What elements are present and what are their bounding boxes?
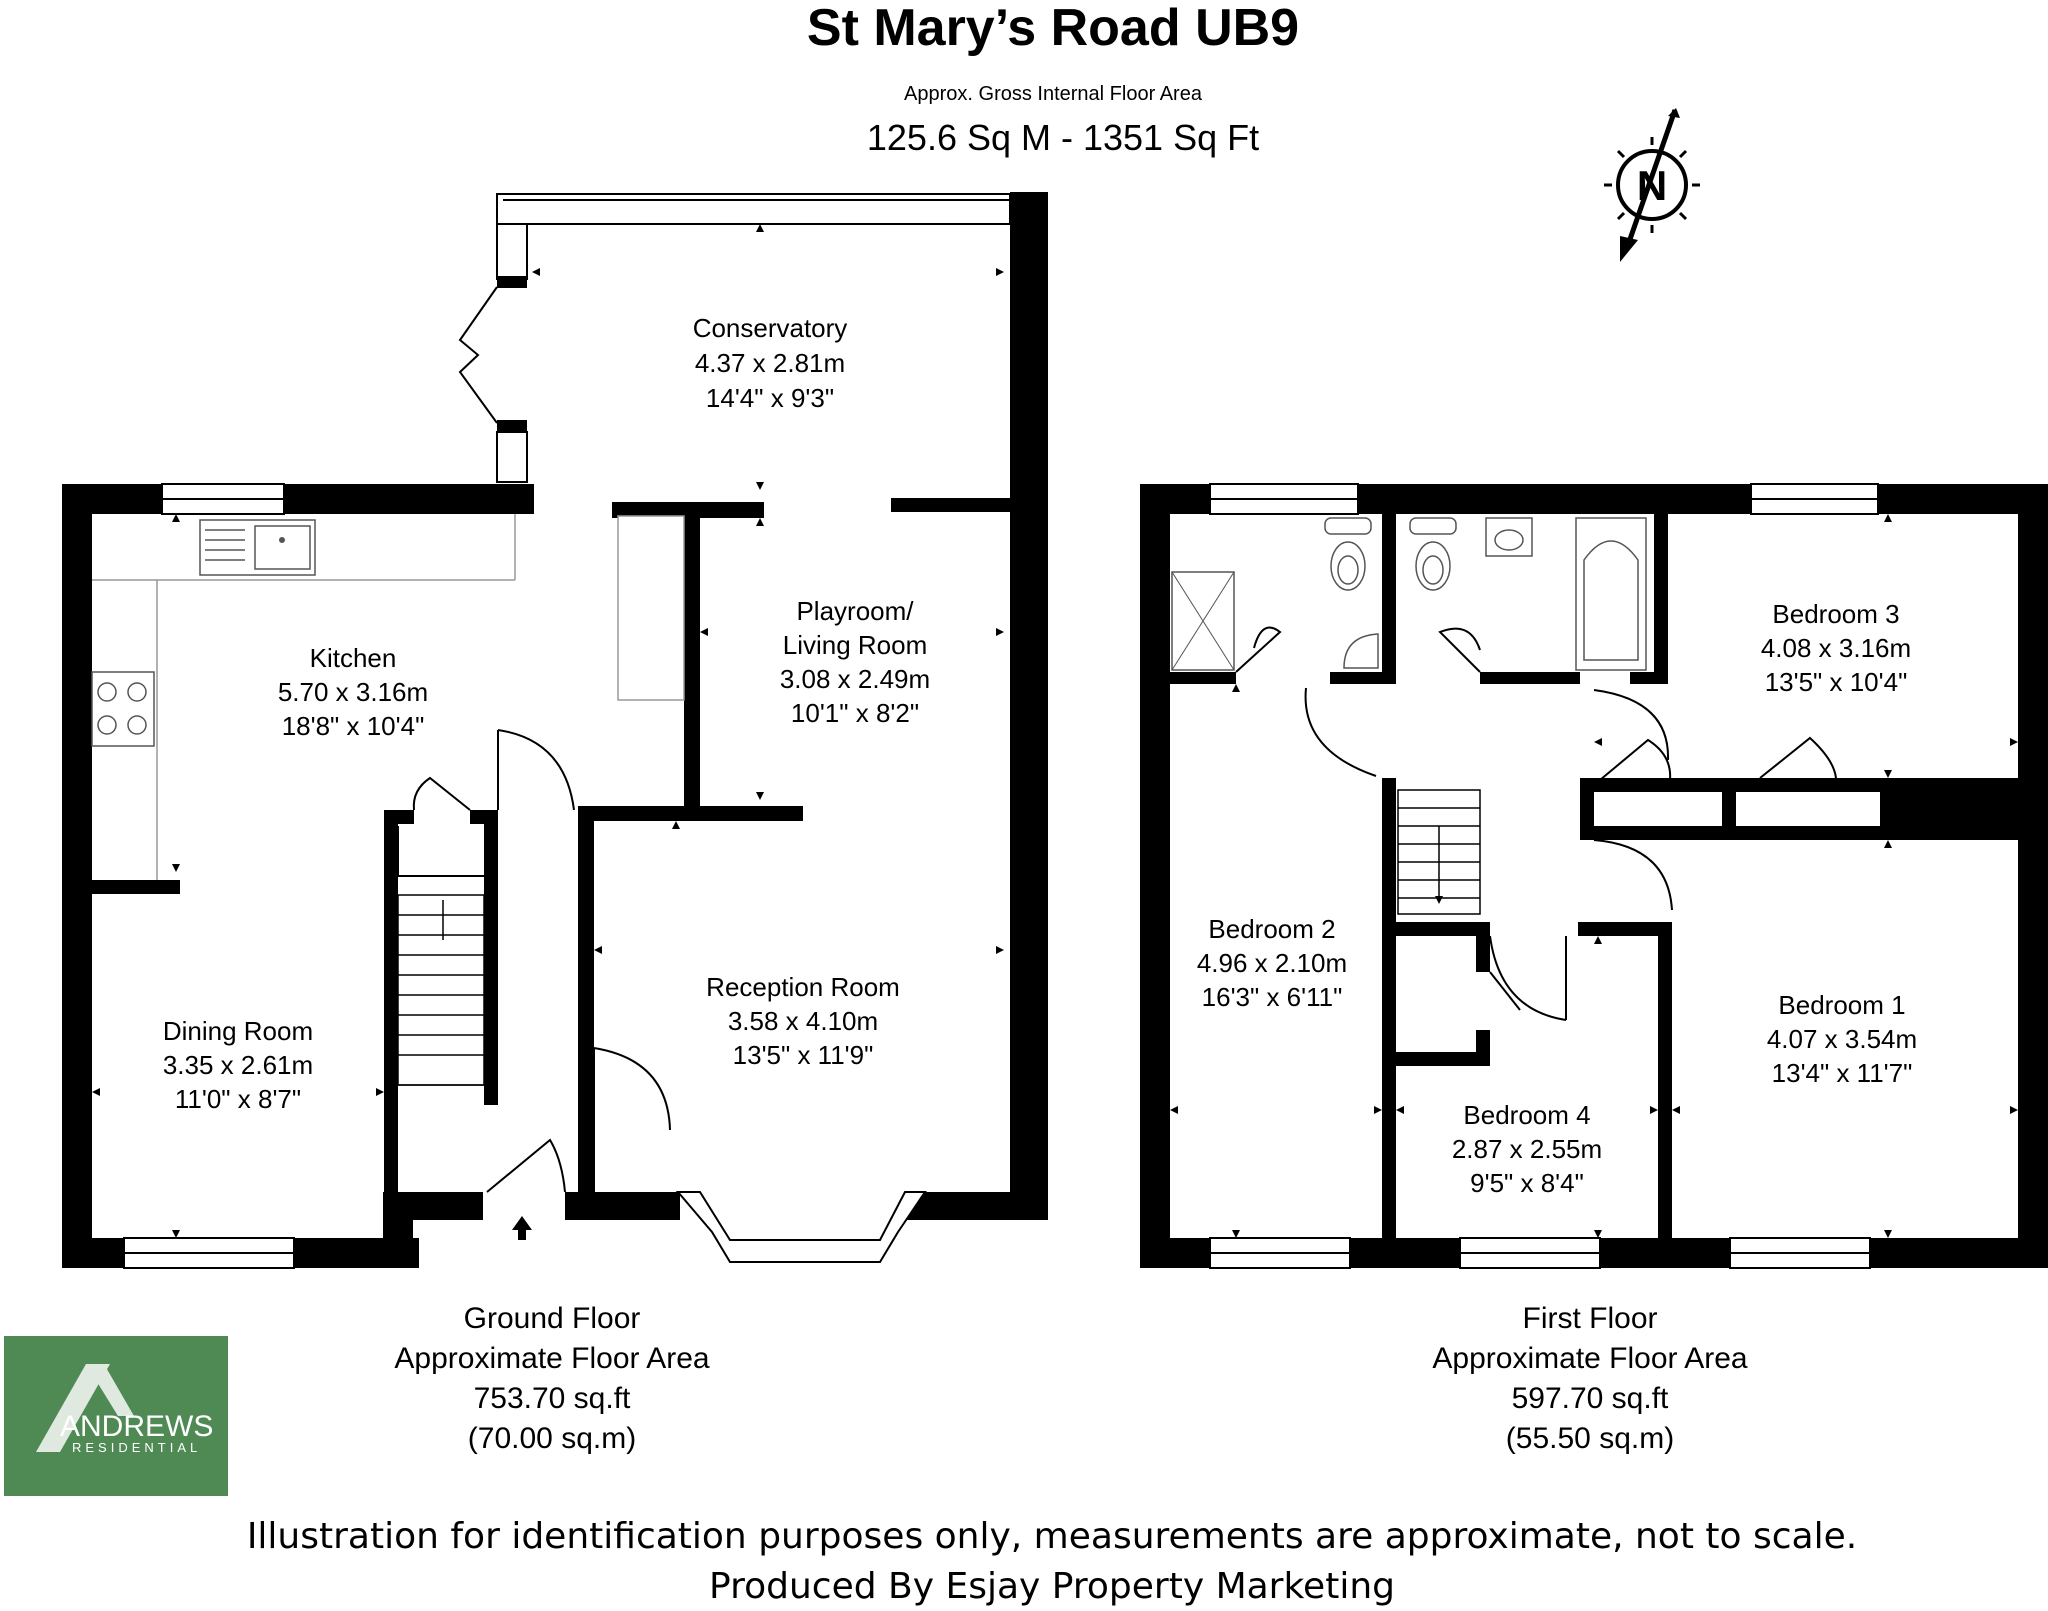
bedroom2-imperial: 16'3" x 6'11" bbox=[1202, 982, 1343, 1012]
ground-floor-name: Ground Floor bbox=[464, 1302, 641, 1335]
dining-name: Dining Room bbox=[163, 1016, 313, 1046]
plan-subtitle: Approx. Gross Internal Floor Area bbox=[904, 83, 1203, 105]
logo-tagline: RESIDENTIAL bbox=[72, 1440, 201, 1455]
bedroom4-name: Bedroom 4 bbox=[1463, 1100, 1590, 1130]
ground-floor-caption: Approximate Floor Area bbox=[394, 1342, 709, 1375]
disclaimer-line1: Illustration for identification purposes… bbox=[247, 1516, 1857, 1557]
entrance-arrow-icon bbox=[512, 1216, 532, 1240]
bedroom3-imperial: 13'5" x 10'4" bbox=[1765, 667, 1908, 697]
first-floor-sqm: (55.50 sq.m) bbox=[1506, 1422, 1674, 1455]
reception-name: Reception Room bbox=[706, 972, 900, 1002]
reception-imperial: 13'5" x 11'9" bbox=[733, 1040, 874, 1070]
basin-icon bbox=[1485, 517, 1533, 557]
logo-name: ANDREWS bbox=[60, 1410, 213, 1443]
bedroom1-name: Bedroom 1 bbox=[1778, 990, 1905, 1020]
playroom-name-line1: Playroom/ bbox=[796, 596, 914, 626]
toilet-icon bbox=[1324, 517, 1372, 591]
reception-metric: 3.58 x 4.10m bbox=[728, 1006, 878, 1036]
ground-floor-sqft: 753.70 sq.ft bbox=[474, 1382, 631, 1415]
playroom-metric: 3.08 x 2.49m bbox=[780, 664, 930, 694]
conservatory-name: Conservatory bbox=[693, 313, 848, 343]
compass-letter: N bbox=[1637, 162, 1667, 209]
hob-icon bbox=[91, 671, 155, 747]
sink-icon bbox=[199, 519, 316, 576]
bedroom1-metric: 4.07 x 3.54m bbox=[1767, 1024, 1917, 1054]
bedroom4-imperial: 9'5" x 8'4" bbox=[1470, 1168, 1584, 1198]
total-area: 125.6 Sq M - 1351 Sq Ft bbox=[867, 117, 1259, 158]
dimension-ticks bbox=[92, 224, 2018, 1238]
conservatory-metric: 4.37 x 2.81m bbox=[695, 348, 845, 378]
toilet-icon bbox=[1409, 517, 1457, 591]
bedroom2-metric: 4.96 x 2.10m bbox=[1197, 948, 1347, 978]
bedroom4-metric: 2.87 x 2.55m bbox=[1452, 1134, 1602, 1164]
andrews-logo: ANDREWS RESIDENTIAL bbox=[4, 1336, 228, 1496]
first-floor-caption: Approximate Floor Area bbox=[1432, 1342, 1747, 1375]
dining-imperial: 11'0" x 8'7" bbox=[175, 1084, 301, 1114]
ground-floor-plan bbox=[62, 192, 1048, 1269]
bedroom3-name: Bedroom 3 bbox=[1772, 599, 1899, 629]
basin-icon bbox=[1343, 633, 1379, 669]
kitchen-name: Kitchen bbox=[310, 643, 397, 673]
kitchen-imperial: 18'8" x 10'4" bbox=[282, 711, 425, 741]
bedroom3-metric: 4.08 x 3.16m bbox=[1761, 633, 1911, 663]
ground-floor-sqm: (70.00 sq.m) bbox=[468, 1422, 636, 1455]
first-floor-name: First Floor bbox=[1523, 1302, 1658, 1335]
disclaimer-line2: Produced By Esjay Property Marketing bbox=[709, 1566, 1395, 1607]
bedroom1-imperial: 13'4" x 11'7" bbox=[1772, 1058, 1913, 1088]
first-floor-sqft: 597.70 sq.ft bbox=[1512, 1382, 1669, 1415]
kitchen-metric: 5.70 x 3.16m bbox=[278, 677, 428, 707]
north-compass-icon: N bbox=[1604, 108, 1700, 262]
plan-title: St Mary’s Road UB9 bbox=[807, 0, 1299, 57]
dining-metric: 3.35 x 2.61m bbox=[163, 1050, 313, 1080]
bath-icon bbox=[1575, 517, 1647, 671]
bedroom2-name: Bedroom 2 bbox=[1208, 914, 1335, 944]
conservatory-imperial: 14'4" x 9'3" bbox=[706, 383, 834, 413]
playroom-name-line2: Living Room bbox=[783, 630, 928, 660]
first-floor-plan bbox=[1140, 483, 2048, 1269]
playroom-imperial: 10'1" x 8'2" bbox=[791, 698, 919, 728]
